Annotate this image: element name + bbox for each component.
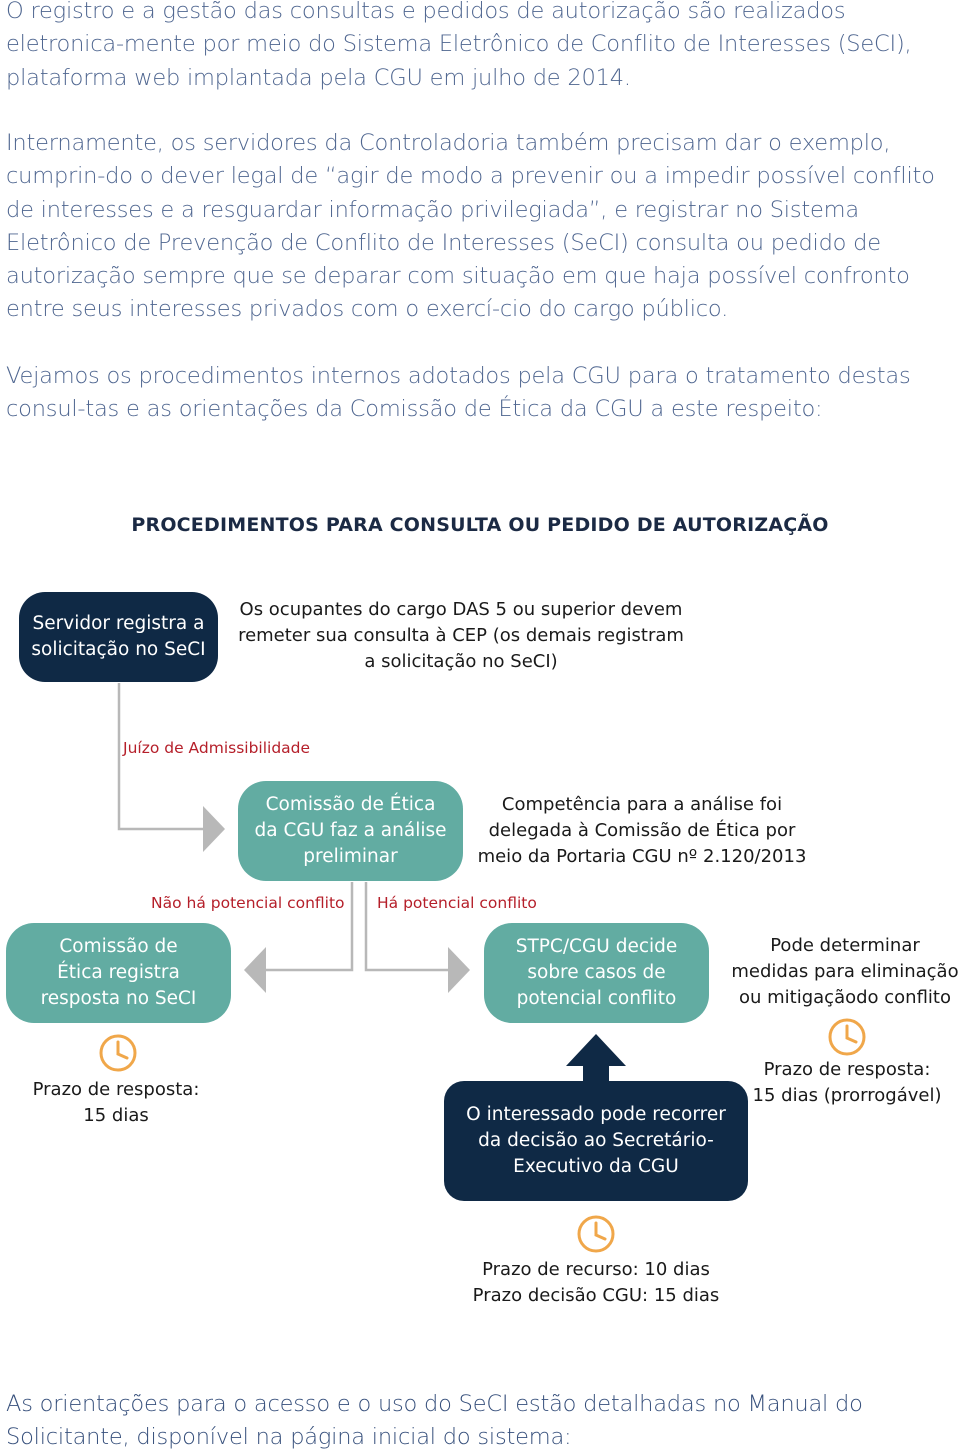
prazo-resposta-left: Prazo de resposta: 15 dias	[20, 1077, 212, 1129]
box-stpc-label: STPC/CGU decide sobre casos de potencial…	[515, 936, 678, 1009]
prazo-left-line2: 15 dias	[83, 1105, 149, 1126]
arrow-right-icon	[203, 806, 225, 852]
box-servidor-registra: Servidor registra a solicitação no SeCI	[19, 592, 218, 682]
box-stpc-decide: STPC/CGU decide sobre casos de potencial…	[484, 923, 709, 1023]
clock-icon	[99, 1034, 137, 1072]
prazo-recurso: Prazo de recurso: 10 dias	[482, 1259, 710, 1280]
connector-to-ha	[364, 882, 451, 972]
box-comissao-analise: Comissão de Ética da CGU faz a análise p…	[238, 781, 463, 881]
diagram-title: PROCEDIMENTOS PARA CONSULTA OU PEDIDO DE…	[131, 514, 829, 536]
box-recorrer: O interessado pode recorrer da decisão a…	[444, 1081, 748, 1201]
arrow-up-icon	[566, 1034, 626, 1084]
connector-to-nao-ha	[262, 882, 354, 972]
label-nao-ha-conflito: Não há potencial conflito	[151, 894, 345, 912]
arrow-right-icon	[448, 947, 470, 993]
arrow-left-icon	[244, 947, 266, 993]
label-ha-conflito: Há potencial conflito	[377, 894, 537, 912]
box-servidor-label: Servidor registra a solicitação no SeCI	[31, 613, 206, 660]
prazo-recurso-decisao: Prazo de recurso: 10 dias Prazo decisão …	[446, 1257, 746, 1309]
box-comissao-registra-label: Comissão de Ética registra resposta no S…	[40, 936, 197, 1009]
prazo-left-line1: Prazo de resposta:	[32, 1079, 200, 1100]
connector-servidor-to-comissao	[117, 683, 205, 831]
closing-paragraph: As orientações para o acesso e o uso do …	[6, 1391, 863, 1451]
note-competencia: Competência para a análise foi delegada …	[477, 794, 807, 867]
prazo-right-line2: 15 dias (prorrogável)	[752, 1085, 942, 1106]
prazo-decisao: Prazo decisão CGU: 15 dias	[472, 1285, 720, 1306]
note-pode-determinar: Pode determinar medidas para eliminação …	[731, 935, 959, 1008]
clock-icon	[577, 1215, 615, 1253]
intro-paragraph-1: O registro e a gestão das consultas e pe…	[6, 0, 912, 91]
prazo-resposta-right: Prazo de resposta: 15 dias (prorrogável)	[744, 1057, 950, 1109]
clock-icon	[828, 1018, 866, 1056]
box-recorrer-label: O interessado pode recorrer da decisão a…	[466, 1104, 726, 1177]
label-juizo-admissibilidade: Juízo de Admissibilidade	[123, 739, 311, 757]
box-comissao-registra: Comissão de Ética registra resposta no S…	[6, 923, 231, 1023]
prazo-right-line1: Prazo de resposta:	[763, 1059, 931, 1080]
box-comissao-analise-label: Comissão de Ética da CGU faz a análise p…	[254, 794, 447, 867]
intro-paragraph-3: Vejamos os procedimentos internos adotad…	[6, 363, 911, 423]
note-das-cep: Os ocupantes do cargo DAS 5 ou superior …	[238, 599, 684, 672]
intro-paragraph-2: Internamente, os servidores da Controlad…	[6, 130, 935, 323]
